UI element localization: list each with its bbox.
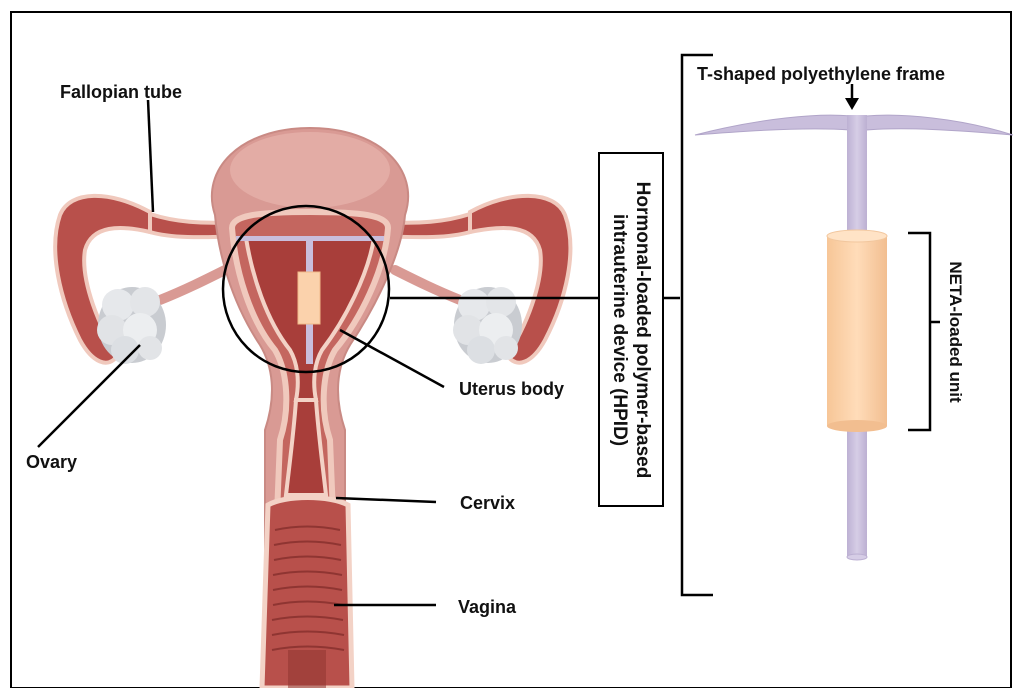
label-ovary: Ovary <box>26 452 77 472</box>
neta-cylinder <box>827 230 887 432</box>
label-vagina: Vagina <box>458 597 517 617</box>
label-uterus-body: Uterus body <box>459 379 564 399</box>
neta-label: NETA-loaded unit <box>945 232 965 432</box>
label-frame: T-shaped polyethylene frame <box>697 64 945 84</box>
device-title: Hormonal-loaded polymer-based intrauteri… <box>608 157 654 502</box>
label-fallopian-tube: Fallopian tube <box>60 82 182 102</box>
neta-label-box: NETA-loaded unit <box>935 237 975 427</box>
label-cervix: Cervix <box>460 493 515 513</box>
device-title-box: Hormonal-loaded polymer-based intrauteri… <box>598 152 664 507</box>
